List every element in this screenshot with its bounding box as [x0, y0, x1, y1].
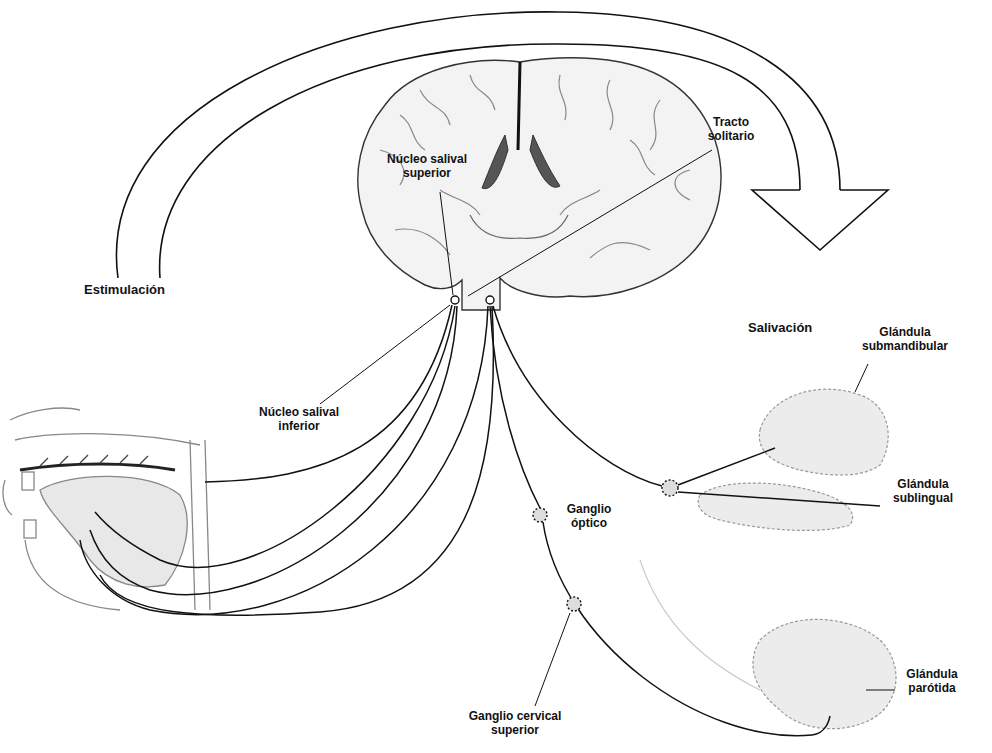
- nuclei-ganglia: [567, 597, 581, 611]
- brain-section: [482, 135, 508, 189]
- part-label: Núcleo salival superior: [372, 153, 482, 181]
- part-label: Glándula submandibular: [850, 326, 960, 354]
- brain-section: [630, 140, 655, 175]
- salivary-glands: [753, 619, 896, 728]
- stimulus-arrow: [116, 12, 888, 278]
- nerve-fibres: [80, 305, 880, 736]
- part-label: Tracto solitario: [700, 116, 762, 144]
- nerve-fibres: [80, 306, 488, 615]
- nuclei-ganglia: [662, 480, 678, 496]
- head-section: [24, 520, 36, 538]
- part-label: Núcleo salival inferior: [253, 406, 345, 434]
- salivary-glands: [759, 389, 888, 475]
- part-label: Ganglio óptico: [560, 503, 618, 531]
- brain-section: [590, 242, 650, 258]
- stimulus-arrow: [752, 190, 888, 250]
- nuclei-ganglia: [533, 508, 547, 522]
- part-label: Glándula parótida: [900, 668, 964, 696]
- nuclei-ganglia: [486, 296, 494, 304]
- head-section: [20, 464, 175, 470]
- leader-lines: [320, 150, 895, 706]
- head-section: [3, 408, 210, 610]
- head-section: [40, 476, 187, 586]
- jaw-outline: [640, 560, 760, 690]
- head-section: [25, 540, 120, 610]
- leader-lines: [468, 150, 712, 296]
- brain-section: [420, 90, 450, 125]
- nerve-fibres: [90, 306, 457, 595]
- brain-section: [650, 100, 660, 150]
- leader-lines: [440, 192, 453, 295]
- brain-section: [470, 215, 568, 238]
- brain-section: [559, 75, 566, 120]
- salivary-glands: [698, 483, 852, 530]
- leader-lines: [535, 613, 570, 706]
- brain-section: [440, 190, 480, 215]
- brain-section: [358, 58, 721, 310]
- head-section: [205, 440, 210, 610]
- nerve-fibres: [95, 306, 455, 567]
- head-section: [3, 480, 12, 515]
- nerve-fibres: [543, 522, 830, 736]
- brain-section: [518, 62, 520, 150]
- nuclei-ganglia: [451, 296, 678, 611]
- brain-section: [530, 135, 560, 187]
- leader-lines: [866, 690, 895, 691]
- brain-section: [560, 190, 600, 215]
- head-section: [40, 455, 148, 466]
- brain-section: [607, 80, 613, 130]
- part-label: Estimulación: [84, 283, 165, 298]
- part-label: Ganglio cervical superior: [455, 710, 575, 738]
- nerve-fibres: [205, 305, 452, 482]
- salivary-glands: [698, 389, 896, 729]
- leader-lines: [855, 364, 868, 392]
- head-section: [22, 472, 34, 490]
- nerve-fibres: [678, 448, 775, 485]
- brain-section: [675, 170, 690, 200]
- brain-section: [400, 115, 425, 150]
- leader-lines: [320, 305, 450, 404]
- head-section: [190, 440, 195, 610]
- nerve-fibres: [100, 306, 493, 615]
- head-section: [10, 408, 80, 420]
- brain-section: [358, 58, 721, 310]
- nerve-fibres: [678, 492, 880, 506]
- brain-section: [395, 229, 450, 255]
- nuclei-ganglia: [451, 296, 459, 304]
- brain-section: [470, 75, 495, 110]
- part-label: Salivación: [748, 321, 812, 336]
- head-section: [15, 434, 200, 445]
- nerve-fibres: [490, 306, 540, 508]
- part-label: Glándula sublingual: [888, 478, 958, 506]
